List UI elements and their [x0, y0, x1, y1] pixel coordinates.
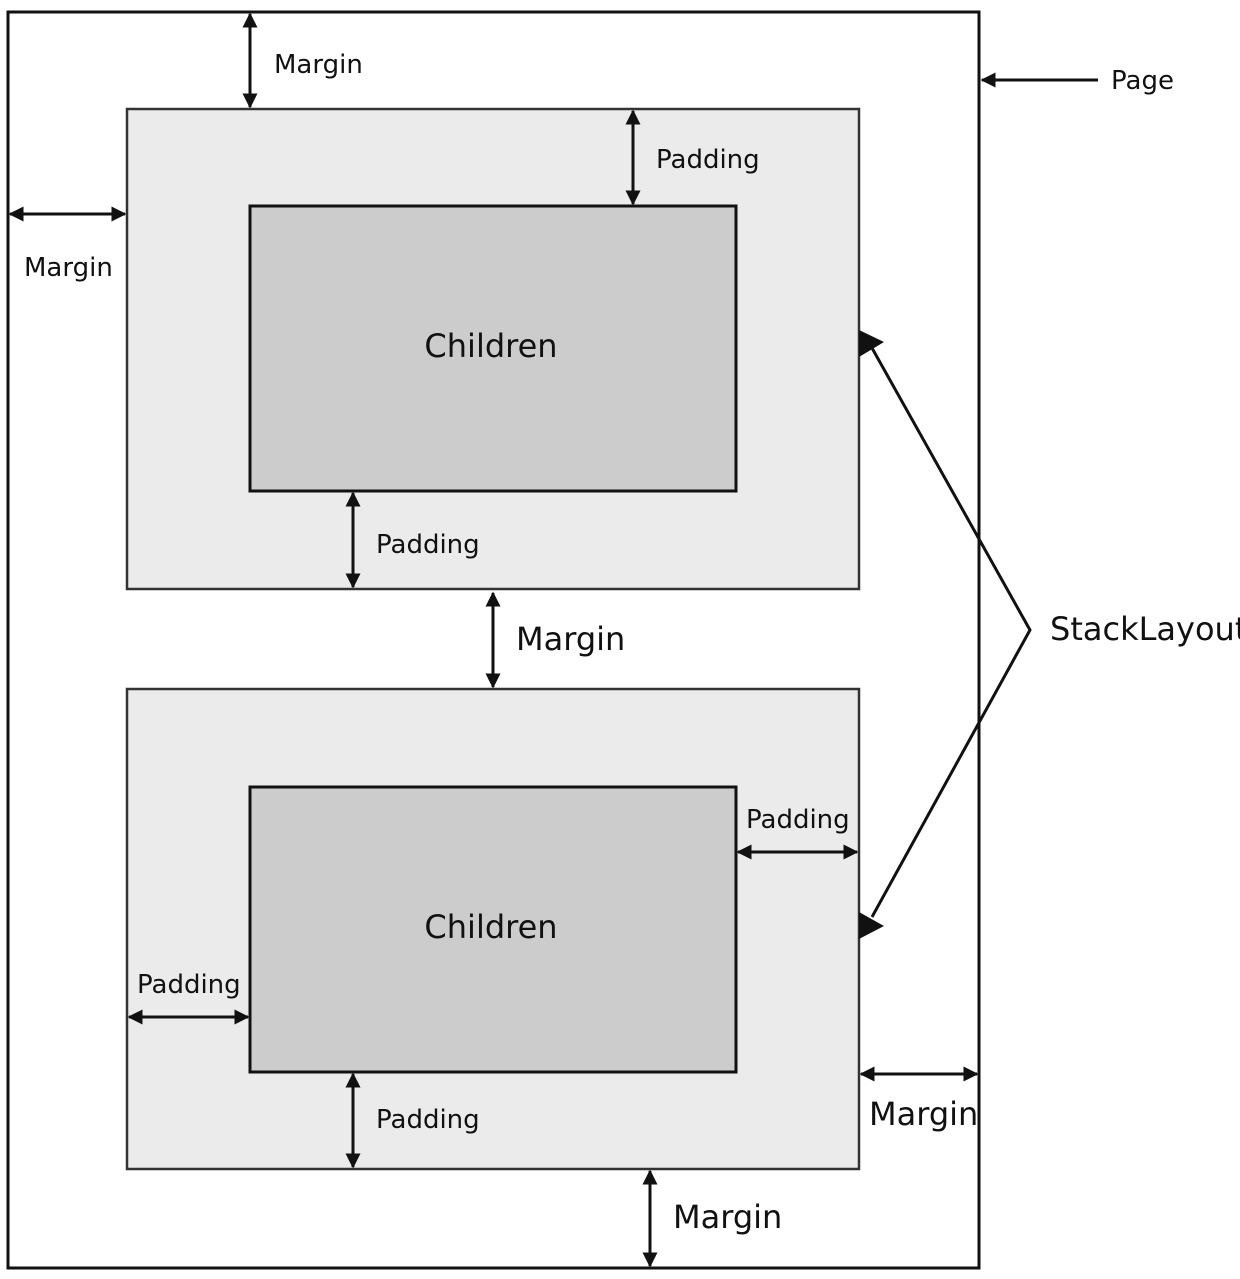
margin-label-bottom: Margin [673, 1198, 782, 1236]
children-label-top: Children [424, 327, 557, 365]
children-box-top [248, 204, 738, 493]
children-box-bottom [248, 785, 738, 1074]
stacklayout-callout-line [870, 347, 1032, 918]
margin-label-left: Margin [24, 253, 113, 283]
padding-label-top-b: Padding [376, 530, 480, 560]
padding-label-bottom: Padding [376, 1105, 480, 1135]
padding-label-top-a: Padding [656, 145, 760, 175]
padding-label-right: Padding [746, 805, 850, 835]
margin-label-between: Margin [516, 620, 625, 658]
children-label-bottom: Children [424, 908, 557, 946]
stacklayout-label: StackLayout [1050, 610, 1240, 648]
stacklayout-pointer-bottom [859, 912, 884, 939]
padding-label-left: Padding [137, 970, 241, 1000]
stacklayout-pointer-top [859, 330, 884, 357]
margin-label-right: Margin [869, 1095, 978, 1133]
page-label: Page [1111, 66, 1174, 96]
margin-label-top: Margin [274, 50, 363, 80]
